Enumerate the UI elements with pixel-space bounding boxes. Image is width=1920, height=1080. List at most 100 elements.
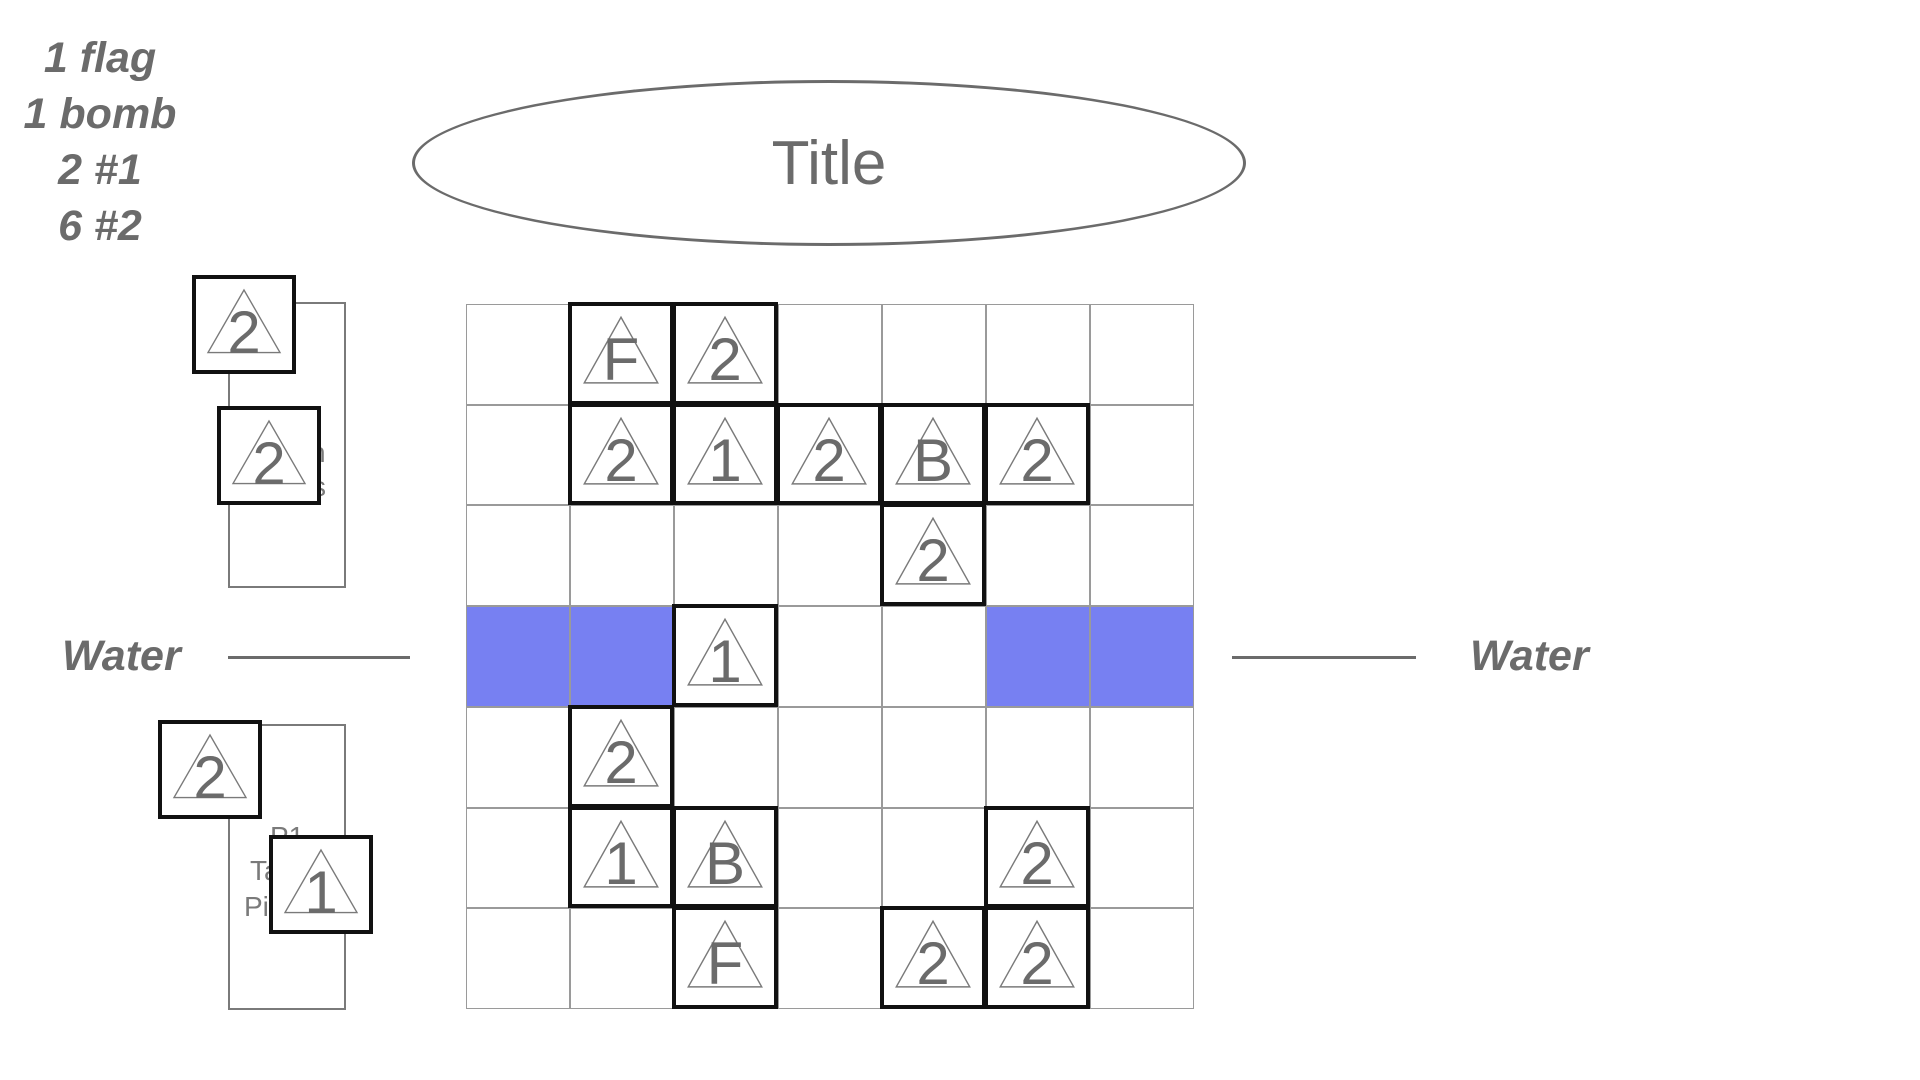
piece-label: 2 bbox=[227, 299, 261, 366]
triangle-icon bbox=[895, 517, 971, 586]
board-cell[interactable] bbox=[1090, 505, 1194, 607]
piece-label: 2 bbox=[1020, 930, 1054, 998]
piece-label: 2 bbox=[193, 744, 227, 811]
inventory-bomb: 1 bomb bbox=[23, 90, 177, 138]
board-cell[interactable] bbox=[882, 706, 986, 808]
piece-label: 2 bbox=[916, 930, 950, 998]
board-cell[interactable] bbox=[674, 505, 778, 607]
board-piece[interactable]: 2 bbox=[568, 402, 674, 506]
page-title: Title bbox=[771, 128, 887, 198]
triangle-icon bbox=[231, 419, 307, 485]
water-cell bbox=[570, 606, 674, 707]
triangle-icon bbox=[583, 718, 659, 787]
board-cell[interactable] bbox=[466, 706, 570, 808]
piece-label: F bbox=[602, 326, 640, 393]
triangle-icon bbox=[687, 315, 763, 384]
inventory-rank-1: 2 #1 bbox=[58, 146, 142, 194]
board-cell[interactable] bbox=[466, 807, 570, 909]
board-cell[interactable] bbox=[466, 404, 570, 506]
board-piece[interactable]: B bbox=[880, 402, 986, 506]
board-cell[interactable] bbox=[882, 606, 986, 707]
board-cell[interactable] bbox=[778, 706, 882, 808]
board-piece[interactable]: B bbox=[672, 805, 778, 909]
board-cell[interactable] bbox=[778, 304, 882, 405]
triangle-icon bbox=[206, 288, 282, 354]
board-cell[interactable] bbox=[778, 606, 882, 707]
board-cell[interactable] bbox=[570, 505, 674, 607]
board-cell[interactable] bbox=[882, 807, 986, 909]
piece-label: 2 bbox=[604, 426, 638, 494]
board-piece[interactable]: 2 bbox=[984, 906, 1090, 1009]
board-cell[interactable] bbox=[986, 304, 1090, 405]
piece-label: 2 bbox=[604, 728, 638, 796]
water-line-right bbox=[1232, 656, 1416, 659]
triangle-icon bbox=[583, 315, 659, 384]
board-piece[interactable]: 1 bbox=[568, 805, 674, 909]
board-piece[interactable]: F bbox=[568, 302, 674, 405]
piece-label: 2 bbox=[1020, 426, 1054, 494]
board-piece[interactable]: 2 bbox=[984, 805, 1090, 909]
board-cell[interactable] bbox=[466, 505, 570, 607]
triangle-icon bbox=[283, 848, 359, 914]
piece-label: 2 bbox=[1020, 829, 1054, 897]
board-cell[interactable] bbox=[986, 706, 1090, 808]
board-cell[interactable] bbox=[466, 908, 570, 1009]
triangle-icon bbox=[583, 416, 659, 485]
title-ellipse: Title bbox=[412, 80, 1246, 246]
board-cell[interactable] bbox=[1090, 304, 1194, 405]
triangle-icon bbox=[791, 416, 867, 485]
triangle-icon bbox=[583, 819, 659, 888]
board-cell[interactable] bbox=[674, 706, 778, 808]
board-piece[interactable]: 2 bbox=[776, 402, 882, 506]
tray-bottom-text-3: Pi bbox=[244, 891, 269, 922]
board-cell[interactable] bbox=[778, 807, 882, 909]
piece-label: 2 bbox=[812, 426, 846, 494]
triangle-icon bbox=[895, 416, 971, 485]
triangle-icon bbox=[999, 920, 1075, 988]
board-cell[interactable] bbox=[1090, 807, 1194, 909]
piece-label: 1 bbox=[708, 426, 742, 494]
piece-label: F bbox=[706, 930, 744, 998]
triangle-icon bbox=[999, 416, 1075, 485]
board-cell[interactable] bbox=[466, 304, 570, 405]
piece-label: B bbox=[704, 829, 746, 897]
board-piece[interactable]: 1 bbox=[672, 604, 778, 707]
water-cell bbox=[466, 606, 570, 707]
tray-top-piece-1[interactable]: 2 bbox=[192, 275, 296, 374]
board-cell[interactable] bbox=[778, 908, 882, 1009]
inventory-flag: 1 flag bbox=[43, 34, 157, 82]
triangle-icon bbox=[687, 416, 763, 485]
board-piece[interactable]: 2 bbox=[568, 704, 674, 808]
water-label-left: Water bbox=[62, 632, 181, 680]
triangle-icon bbox=[687, 920, 763, 988]
piece-label: 1 bbox=[708, 628, 742, 696]
inventory-rank-2: 6 #2 bbox=[58, 202, 142, 250]
board-cell[interactable] bbox=[1090, 404, 1194, 506]
board-piece[interactable]: 1 bbox=[672, 402, 778, 506]
piece-label: 2 bbox=[708, 326, 742, 393]
board-cell[interactable] bbox=[882, 304, 986, 405]
piece-label: 1 bbox=[304, 859, 338, 926]
board-piece[interactable]: 2 bbox=[984, 402, 1090, 506]
piece-label: 2 bbox=[252, 430, 286, 497]
tray-bottom-piece-1[interactable]: 2 bbox=[158, 720, 262, 819]
board-cell[interactable] bbox=[778, 505, 882, 607]
board-piece[interactable]: 2 bbox=[880, 906, 986, 1009]
piece-label: 1 bbox=[604, 829, 638, 897]
board-piece[interactable]: F bbox=[672, 906, 778, 1009]
triangle-icon bbox=[895, 920, 971, 988]
board-piece[interactable]: 2 bbox=[880, 503, 986, 607]
board-cell[interactable] bbox=[1090, 706, 1194, 808]
tray-bottom-piece-2[interactable]: 1 bbox=[269, 835, 373, 934]
water-cell bbox=[986, 606, 1090, 707]
board-cell[interactable] bbox=[986, 505, 1090, 607]
triangle-icon bbox=[172, 733, 248, 799]
board-cell[interactable] bbox=[1090, 908, 1194, 1009]
board-cell[interactable] bbox=[570, 908, 674, 1009]
tray-top-piece-2[interactable]: 2 bbox=[217, 406, 321, 505]
piece-label: B bbox=[912, 426, 954, 494]
triangle-icon bbox=[687, 617, 763, 686]
board-piece[interactable]: 2 bbox=[672, 302, 778, 405]
piece-inventory: 1 flag 1 bomb 2 #1 6 #2 bbox=[0, 30, 200, 254]
